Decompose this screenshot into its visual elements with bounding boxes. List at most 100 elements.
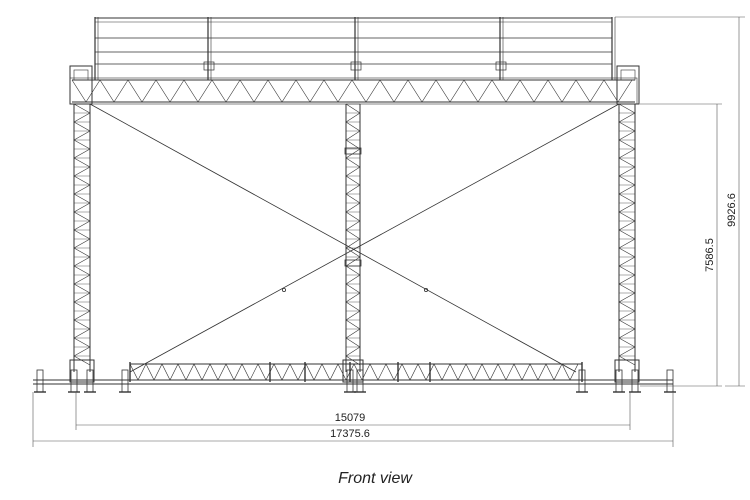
dimension-total-height-label: 9926.6 bbox=[726, 193, 738, 227]
tower-center-lacing bbox=[345, 103, 361, 114]
tower-right-lacing bbox=[618, 310, 636, 321]
tower-right-lacing bbox=[618, 292, 636, 303]
roof-truss-lacing bbox=[267, 79, 283, 103]
roof-truss-lacing bbox=[323, 79, 339, 103]
tower-right-lacing bbox=[618, 166, 636, 177]
ground-truss-lacing bbox=[193, 363, 203, 381]
ground-truss-lacing bbox=[249, 363, 259, 381]
ground-truss-lacing bbox=[489, 363, 499, 381]
roof-truss-lacing bbox=[239, 79, 255, 103]
tower-center-lacing bbox=[345, 202, 361, 213]
roof-truss-lacing bbox=[575, 79, 591, 103]
ground-truss-lacing bbox=[465, 363, 475, 381]
roof-truss-lacing bbox=[169, 79, 185, 103]
tower-left-lacing bbox=[73, 310, 91, 321]
tower-center-lacing bbox=[345, 319, 361, 330]
tower-right-lacing bbox=[618, 346, 636, 357]
ground-truss-lacing bbox=[217, 363, 227, 381]
tower-center-lacing bbox=[345, 337, 361, 348]
tower-left-lacing bbox=[73, 175, 91, 186]
roof-truss-lacing bbox=[561, 79, 577, 103]
tower-left-lacing bbox=[73, 166, 91, 177]
tower-right-lacing bbox=[618, 130, 636, 141]
ground-truss-lacing bbox=[441, 363, 451, 381]
ground-truss-lacing bbox=[377, 363, 387, 381]
ground-truss-lacing bbox=[449, 363, 459, 381]
tower-left-lacing bbox=[73, 220, 91, 231]
tower-center-lacing bbox=[345, 220, 361, 231]
roof-truss-lacing bbox=[393, 79, 409, 103]
tower-center-lacing bbox=[345, 301, 361, 312]
roof-truss-lacing bbox=[449, 79, 465, 103]
tower-left-lacing bbox=[73, 211, 91, 222]
base-jack bbox=[631, 369, 639, 393]
tower-left-lacing bbox=[73, 193, 91, 204]
roof-truss-lacing bbox=[505, 79, 521, 103]
roof-truss-lacing bbox=[211, 79, 227, 103]
ground-truss-lacing bbox=[385, 363, 395, 381]
tower-right-lacing bbox=[618, 265, 636, 276]
tower-center-lacing bbox=[345, 175, 361, 186]
ground-truss-lacing bbox=[457, 363, 467, 381]
tower-right-lacing bbox=[618, 202, 636, 213]
tower-right-lacing bbox=[618, 220, 636, 231]
tower-center-lacing bbox=[345, 292, 361, 303]
ground-truss-lacing bbox=[241, 363, 251, 381]
tower-right-lacing bbox=[618, 319, 636, 330]
center-tower-joint bbox=[344, 259, 362, 267]
tower-base-left bbox=[69, 359, 95, 383]
roof-truss-lacing bbox=[71, 79, 87, 103]
ground-truss-lacing bbox=[553, 363, 563, 381]
tower-base-right bbox=[614, 359, 640, 383]
ground-truss-lacing bbox=[153, 363, 163, 381]
ground-truss-lacing bbox=[369, 363, 379, 381]
roof-truss-lacing bbox=[85, 79, 101, 103]
tower-center-lacing bbox=[345, 211, 361, 222]
tower-right-lacing bbox=[618, 247, 636, 258]
dimension-inner-width bbox=[75, 392, 631, 430]
roof-truss-lacing bbox=[547, 79, 563, 103]
rail-clamp bbox=[203, 61, 215, 71]
tower-left-lacing bbox=[73, 292, 91, 303]
tower-left-lacing bbox=[73, 328, 91, 339]
ground-truss-lacing bbox=[201, 363, 211, 381]
dimension-outer-width-label: 17375.6 bbox=[330, 428, 370, 440]
ground-truss-lacing bbox=[433, 363, 443, 381]
tower-center-lacing bbox=[345, 310, 361, 321]
tower-center-lacing bbox=[345, 166, 361, 177]
ground-truss-lacing bbox=[169, 363, 179, 381]
roof-truss-lacing bbox=[421, 79, 437, 103]
tower-left-lacing bbox=[73, 319, 91, 330]
ground-truss-lacing bbox=[537, 363, 547, 381]
roof-truss-lacing bbox=[127, 79, 143, 103]
roof-truss-lacing bbox=[365, 79, 381, 103]
rail-clamp bbox=[495, 61, 507, 71]
roof-truss-lacing bbox=[351, 79, 367, 103]
tower-right-lacing bbox=[618, 175, 636, 186]
roof-truss-lacing bbox=[337, 79, 353, 103]
truss-structure bbox=[33, 17, 676, 393]
cable-turnbuckle bbox=[281, 287, 286, 292]
ground-truss-lacing bbox=[561, 363, 571, 381]
ground-truss-lacing bbox=[225, 363, 235, 381]
ground-truss-lacing bbox=[145, 363, 155, 381]
tower-left-lacing bbox=[73, 148, 91, 159]
tower-center-lacing bbox=[345, 130, 361, 141]
roof-truss-lacing bbox=[463, 79, 479, 103]
roof-truss-lacing bbox=[225, 79, 241, 103]
roof-truss-lacing bbox=[407, 79, 423, 103]
base-jack bbox=[666, 369, 674, 393]
ground-truss-lacing bbox=[353, 363, 363, 381]
roof-truss-lacing bbox=[519, 79, 535, 103]
ground-truss-lacing bbox=[529, 363, 539, 381]
tower-right-lacing bbox=[618, 157, 636, 168]
ground-truss-lacing bbox=[209, 363, 219, 381]
base-jack bbox=[86, 369, 94, 393]
dimension-truss-height bbox=[640, 103, 722, 387]
ground-truss-lacing bbox=[305, 363, 315, 381]
roof-truss-lacing bbox=[533, 79, 549, 103]
rail-clamp bbox=[350, 61, 362, 71]
tower-right-lacing bbox=[618, 283, 636, 294]
roof-truss-lacing bbox=[113, 79, 129, 103]
ground-truss-lacing bbox=[129, 363, 139, 381]
